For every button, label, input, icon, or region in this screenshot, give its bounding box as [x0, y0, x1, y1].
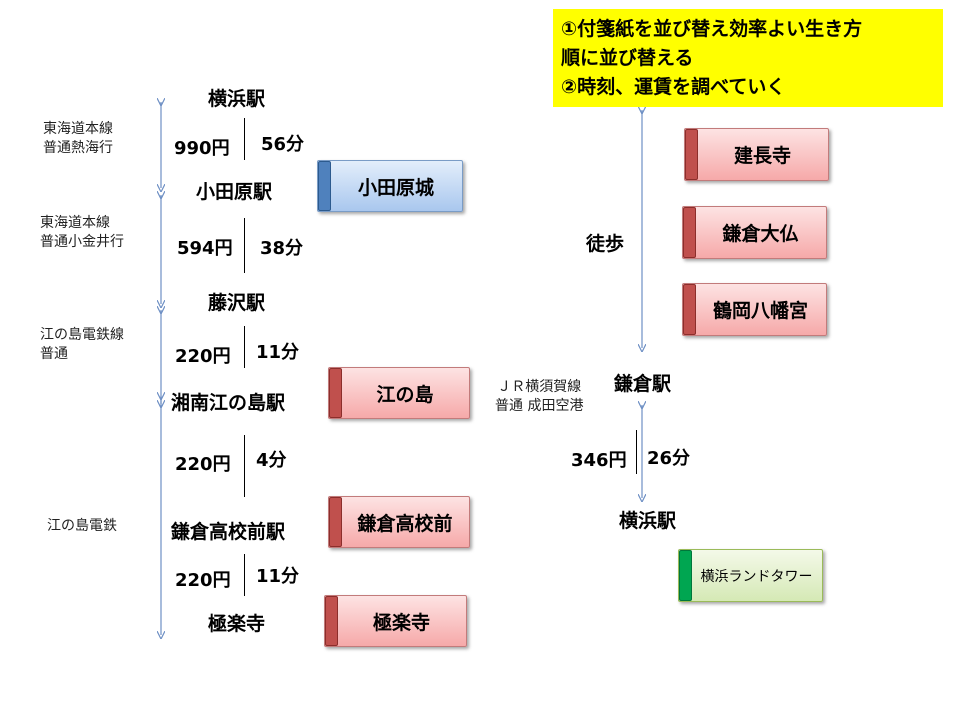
- card-label: 小田原城: [357, 176, 434, 199]
- card-strip: [683, 207, 696, 258]
- card-label: 鶴岡八幡宮: [712, 300, 808, 322]
- line-name-enoden-2: 江の島電鉄: [47, 518, 117, 534]
- card-gokurakuji[interactable]: 極楽寺: [324, 595, 467, 647]
- time-4: 4分: [256, 450, 287, 471]
- separator-yokosuka: [636, 430, 637, 474]
- station-shonan-enoshima: 湘南江の島駅: [171, 392, 286, 414]
- line-name-tokaido-2: 東海道本線 普通小金井行: [40, 215, 124, 250]
- card-strip: [679, 550, 692, 601]
- card-label: 鎌倉高校前: [357, 512, 453, 535]
- card-kamakura-koko-mae[interactable]: 鎌倉高校前: [328, 496, 470, 548]
- card-label: 建長寺: [733, 145, 791, 167]
- time-yokosuka: 26分: [647, 448, 691, 469]
- station-kamakura: 鎌倉駅: [614, 373, 672, 395]
- card-kamakura-daibutsu[interactable]: 鎌倉大仏: [682, 206, 827, 259]
- time-2: 38分: [260, 238, 304, 259]
- card-kenchoji[interactable]: 建長寺: [684, 128, 829, 181]
- fare-yokosuka: 346円: [571, 450, 627, 471]
- fare-4: 220円: [175, 454, 231, 475]
- station-yokohama: 横浜駅: [208, 88, 266, 110]
- fare-3: 220円: [175, 346, 231, 367]
- card-strip: [325, 596, 338, 646]
- station-odawara: 小田原駅: [196, 181, 273, 203]
- separator-1: [244, 118, 245, 160]
- card-strip: [683, 284, 696, 335]
- note-line-3: ②時刻、運賃を調べていく: [561, 76, 786, 98]
- card-enoshima[interactable]: 江の島: [328, 367, 470, 419]
- line-name-tokaido-1: 東海道本線 普通熱海行: [43, 121, 113, 156]
- card-label: 鎌倉大仏: [722, 223, 799, 245]
- time-5: 11分: [256, 566, 300, 587]
- card-odawara-castle[interactable]: 小田原城: [317, 160, 463, 212]
- time-1: 56分: [261, 134, 305, 155]
- card-yokohama-landmark-tower[interactable]: 横浜ランドタワー: [678, 549, 823, 602]
- station-yokohama-end: 横浜駅: [619, 510, 677, 532]
- separator-3: [244, 326, 245, 368]
- station-gokurakuji: 極楽寺: [208, 613, 266, 635]
- fare-5: 220円: [175, 570, 231, 591]
- instruction-note: ①付箋紙を並び替え効率よい生き方 順に並び替える ②時刻、運賃を調べていく: [553, 9, 943, 107]
- fare-1: 990円: [174, 138, 230, 159]
- note-line-1: ①付箋紙を並び替え効率よい生き方: [561, 18, 863, 40]
- fare-2: 594円: [177, 238, 233, 259]
- note-line-2: 順に並び替える: [561, 47, 694, 69]
- card-tsurugaoka-hachimangu[interactable]: 鶴岡八幡宮: [682, 283, 827, 336]
- walk-label: 徒歩: [586, 233, 625, 255]
- card-strip: [685, 129, 698, 180]
- card-strip: [329, 368, 342, 418]
- station-kamakura-koko-mae: 鎌倉高校前駅: [171, 521, 286, 543]
- card-label: 極楽寺: [372, 611, 430, 634]
- card-label: 江の島: [376, 383, 434, 406]
- station-fujisawa: 藤沢駅: [208, 292, 266, 314]
- time-3: 11分: [256, 342, 300, 363]
- card-strip: [329, 497, 342, 547]
- card-label: 横浜ランドタワー: [700, 568, 813, 585]
- line-name-enoden-1: 江の島電鉄線 普通: [40, 327, 124, 362]
- separator-5: [244, 554, 245, 596]
- card-strip: [318, 161, 331, 211]
- separator-4: [244, 435, 245, 497]
- line-name-yokosuka: ＪＲ横須賀線 普通 成田空港: [495, 379, 584, 414]
- separator-2: [244, 218, 245, 273]
